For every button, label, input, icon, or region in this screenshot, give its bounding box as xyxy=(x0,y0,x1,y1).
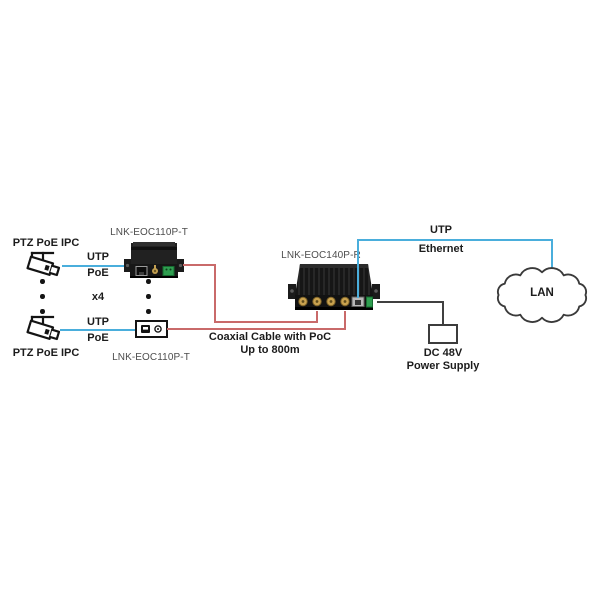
ellipsis-dot xyxy=(40,294,45,299)
camera-top-label: PTZ PoE IPC xyxy=(12,237,80,249)
ellipsis-dot xyxy=(40,279,45,284)
ellipsis-dot xyxy=(40,309,45,314)
coax-cable-label: Coaxial Cable with PoC Up to 800m xyxy=(190,331,350,357)
transmitter-top-label: LNK-EOC110P-T xyxy=(110,227,188,238)
transmitter-bottom-label: LNK-EOC110P-T xyxy=(112,352,190,363)
ellipsis-dot xyxy=(146,279,151,284)
ptz-camera-icon xyxy=(26,251,61,277)
utp-label-bottom: UTP xyxy=(87,316,109,328)
poe-label-bottom: PoE xyxy=(87,332,109,344)
ethernet-cable-segment xyxy=(357,239,553,241)
lan-label: LAN xyxy=(530,287,554,299)
uplink-utp-label: UTP xyxy=(430,224,452,236)
utp-label-top: UTP xyxy=(87,251,109,263)
ptz-camera-icon xyxy=(26,315,61,341)
utp-cable-top xyxy=(62,265,125,267)
poe-label-top: PoE xyxy=(87,267,109,279)
transmitter-box-icon xyxy=(135,320,168,338)
uplink-ethernet-label: Ethernet xyxy=(418,243,464,255)
coax-cable-segment xyxy=(344,311,346,330)
coax-cable-segment xyxy=(214,264,216,323)
ellipsis-dot xyxy=(146,294,151,299)
coax-cable-segment xyxy=(316,311,318,323)
bnc-connectors xyxy=(298,296,350,307)
camera-bottom-label: PTZ PoE IPC xyxy=(12,347,80,359)
coax-label-line1: Coaxial Cable with PoC xyxy=(208,331,332,343)
transmitter-device-image xyxy=(124,242,184,278)
ethernet-cable-segment xyxy=(551,239,553,275)
power-supply-label-line2: Power Supply xyxy=(406,359,480,372)
receiver-label: LNK-EOC140P-R xyxy=(281,250,361,261)
power-cable-segment xyxy=(442,301,444,325)
power-supply-label-line1: DC 48V xyxy=(423,347,463,359)
power-cable-segment xyxy=(377,301,444,303)
utp-cable-bottom xyxy=(60,329,135,331)
ellipsis-dot xyxy=(146,309,151,314)
power-supply-box xyxy=(428,324,458,344)
coax-cable-segment xyxy=(183,264,216,266)
receiver-device-image xyxy=(288,264,380,310)
coax-cable-segment xyxy=(167,328,346,330)
coax-label-line2: Up to 800m xyxy=(240,344,300,356)
lan-cloud-icon xyxy=(497,267,587,323)
multiplier-label: x4 xyxy=(91,291,105,303)
coax-cable-segment xyxy=(214,321,318,323)
ethernet-cable-segment xyxy=(357,239,359,298)
power-supply-label: DC 48V Power Supply xyxy=(401,347,485,372)
